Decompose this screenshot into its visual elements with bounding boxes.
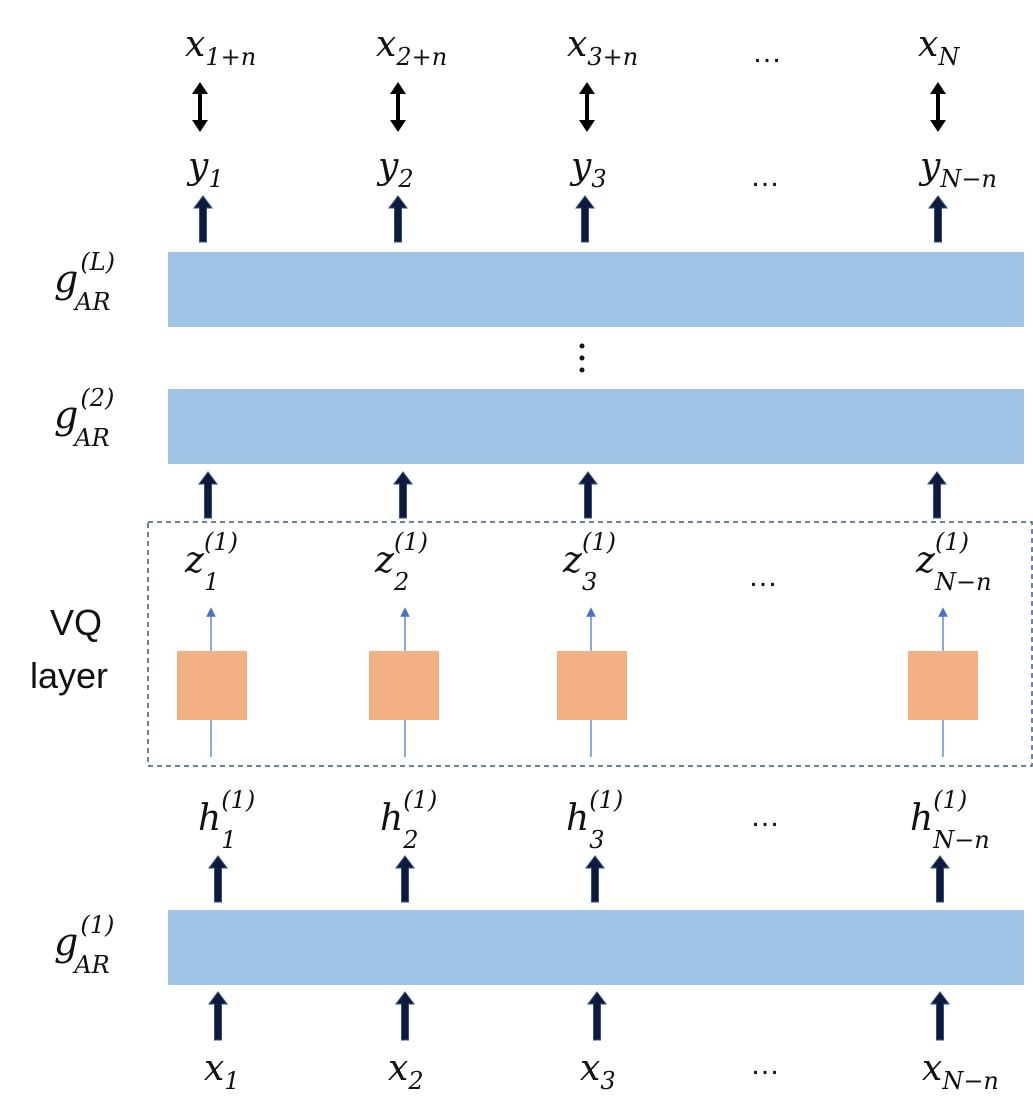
target-row: x1+n x2+n x3+n … xN — [185, 24, 960, 71]
hidden-label-2: h(1)2 — [380, 786, 437, 854]
hidden-arrow-2 — [395, 855, 415, 903]
input-label-2: x2 — [388, 1048, 424, 1095]
double-arrow-n — [930, 82, 946, 132]
input-arrow-3 — [587, 991, 607, 1041]
target-label-n: xN — [918, 24, 960, 71]
output-label-n: yN−n — [918, 146, 997, 193]
hidden-arrow-1 — [208, 855, 228, 903]
input-arrow-1 — [208, 991, 228, 1041]
input-label-n: xN−n — [922, 1048, 999, 1095]
output-arrow-n — [928, 195, 948, 243]
code-arrow-n — [927, 471, 947, 519]
up-arrows — [193, 195, 950, 1041]
ar-layer-first-bar — [168, 910, 1024, 985]
code-label-n: z(1)N−n — [915, 528, 992, 596]
vq-layer-region — [147, 521, 1033, 767]
hidden-label-1: h(1)1 — [198, 786, 255, 854]
vq-box-n — [908, 651, 978, 720]
double-arrows — [192, 82, 946, 132]
vertical-ellipsis — [579, 343, 585, 373]
double-arrow-1 — [192, 82, 208, 132]
code-row: z(1)1 z(1)2 z(1)3 … z(1)N−n — [184, 528, 992, 596]
target-label-3: x3+n — [567, 24, 638, 71]
target-ellipsis: … — [752, 36, 782, 69]
input-row: x1 x2 x3 … xN−n — [204, 1048, 999, 1095]
code-label-1: z(1)1 — [184, 528, 238, 596]
hidden-ellipsis: … — [750, 800, 780, 833]
code-label-2: z(1)2 — [374, 528, 428, 596]
input-label-3: x3 — [580, 1048, 616, 1095]
output-label-2: y2 — [376, 146, 414, 193]
target-label-1: x1+n — [185, 24, 256, 71]
code-arrow-3 — [578, 471, 598, 519]
output-arrow-2 — [388, 195, 408, 243]
hidden-arrow-3 — [585, 855, 605, 903]
hidden-label-n: h(1)N−n — [910, 786, 990, 854]
vq-box-3 — [557, 651, 627, 720]
input-ellipsis: … — [750, 1048, 780, 1081]
input-arrow-n — [930, 991, 950, 1041]
vq-thin-lines — [206, 607, 948, 757]
code-arrow-2 — [393, 471, 413, 519]
layer-label-first: g(1)AR — [54, 911, 114, 979]
output-label-3: y3 — [569, 146, 607, 193]
code-label-3: z(1)3 — [562, 528, 616, 596]
output-ellipsis: … — [750, 160, 780, 193]
code-ellipsis: … — [748, 560, 778, 593]
hidden-arrow-n — [930, 855, 950, 903]
output-label-1: y1 — [186, 146, 224, 193]
target-label-2: x2+n — [376, 24, 447, 71]
vq-box-2 — [369, 651, 439, 720]
code-arrow-1 — [198, 471, 218, 519]
ar-layer-second-bar — [168, 389, 1024, 464]
vq-box-1 — [177, 651, 247, 720]
output-arrow-3 — [575, 195, 595, 243]
layer-label-second: g(2)AR — [54, 384, 114, 452]
hidden-row: h(1)1 h(1)2 h(1)3 … h(1)N−n — [198, 786, 990, 854]
output-arrow-1 — [193, 195, 213, 243]
double-arrow-2 — [390, 82, 406, 132]
input-arrow-2 — [395, 991, 415, 1041]
hidden-label-3: h(1)3 — [566, 786, 623, 854]
vq-layer-label-line1: VQ — [50, 602, 102, 643]
input-label-1: x1 — [204, 1048, 240, 1095]
double-arrow-3 — [579, 82, 595, 132]
ar-layer-top-bar — [168, 252, 1024, 327]
layer-label-top: g(L)AR — [54, 248, 115, 316]
output-row: y1 y2 y3 … yN−n — [186, 146, 997, 193]
vq-layer-label-line2: layer — [30, 655, 108, 696]
